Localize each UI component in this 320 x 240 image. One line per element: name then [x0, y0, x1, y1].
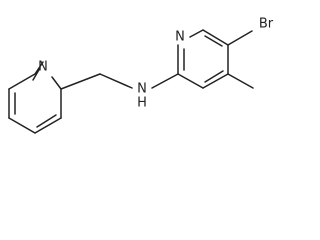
atom-bromine: Br	[259, 17, 274, 32]
atom-n-amine: N	[137, 82, 147, 97]
bond	[8, 73, 36, 90]
double-bond-inner	[204, 70, 224, 83]
bond	[177, 73, 204, 89]
bond	[34, 117, 62, 134]
bond	[202, 29, 229, 46]
bond-ring-to-ch2	[60, 73, 101, 90]
bond-nh-to-ring	[151, 73, 179, 89]
atom-n-left-pyridine: N	[38, 60, 48, 75]
double-bond-inner	[204, 35, 223, 47]
double-bond-inner	[36, 114, 57, 128]
bond	[34, 61, 44, 75]
bond	[8, 117, 36, 134]
double-bond-inner	[32, 67, 41, 81]
bond-bromine	[227, 30, 253, 46]
bond-ch2-to-nh	[99, 73, 133, 89]
bond	[202, 73, 229, 89]
atom-n-right-pyridine: N	[175, 30, 185, 45]
bond	[189, 29, 204, 38]
atom-h-amine: H	[137, 96, 147, 111]
right-pyridine-ring	[177, 29, 229, 89]
chemical-structure: N N H N Br	[8, 17, 274, 134]
bond-methyl	[227, 73, 254, 89]
left-pyridine-ring	[8, 61, 62, 134]
bond	[51, 76, 62, 90]
